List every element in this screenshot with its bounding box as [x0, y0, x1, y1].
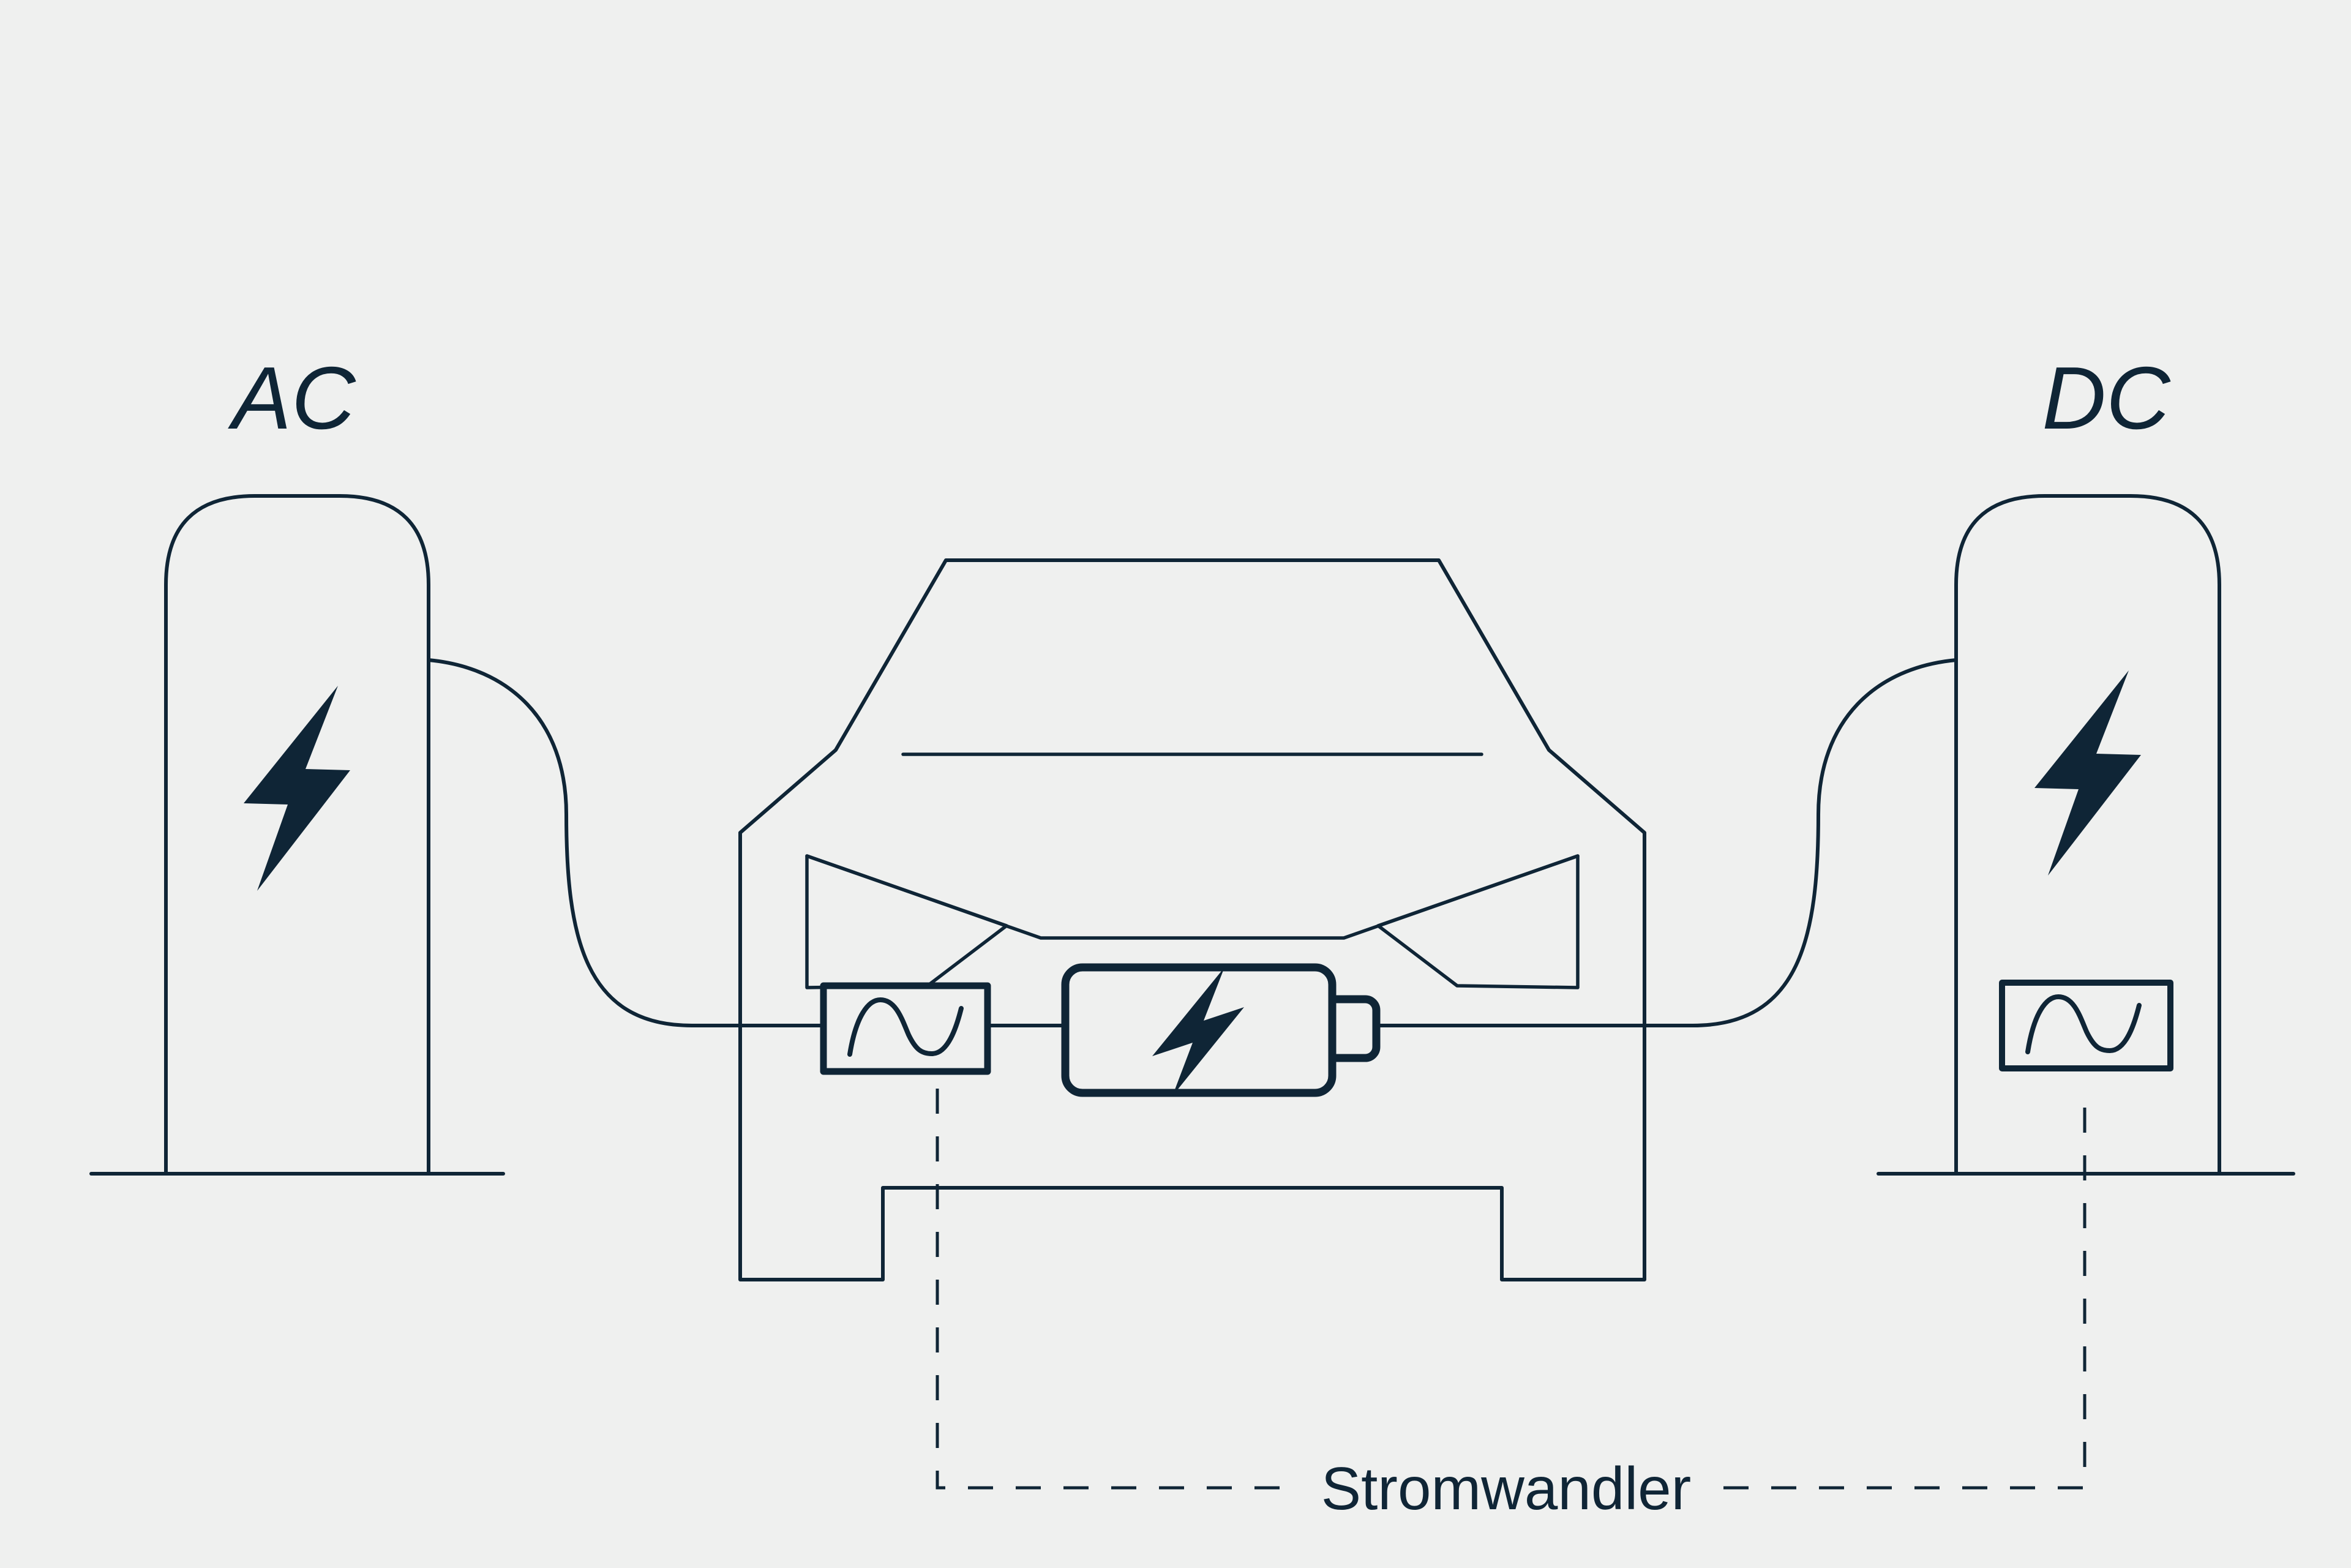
dashed-connector-left — [936, 1089, 1289, 1490]
ac-label: AC — [227, 348, 356, 448]
lightning-bolt-icon — [244, 686, 350, 891]
ac-station-body — [164, 494, 430, 1176]
dc-label: DC — [2042, 348, 2171, 448]
sine-wave-icon — [847, 997, 964, 1057]
stromwandler-label: Stromwandler — [1321, 1455, 1692, 1522]
sine-wave-icon — [2025, 994, 2142, 1054]
dashed-connector-right — [1723, 1085, 2087, 1490]
dc-converter-box — [1999, 980, 2173, 1071]
charging-cable-left — [427, 658, 825, 1027]
lightning-bolt-icon — [2034, 670, 2141, 876]
dc-station-body — [1954, 494, 2221, 1176]
headlight-right — [1376, 854, 1580, 989]
car-outline — [738, 558, 1646, 1281]
charging-cable-right — [1374, 658, 1958, 1027]
headlight-left — [805, 854, 1008, 989]
flash-icon — [1152, 967, 1244, 1096]
